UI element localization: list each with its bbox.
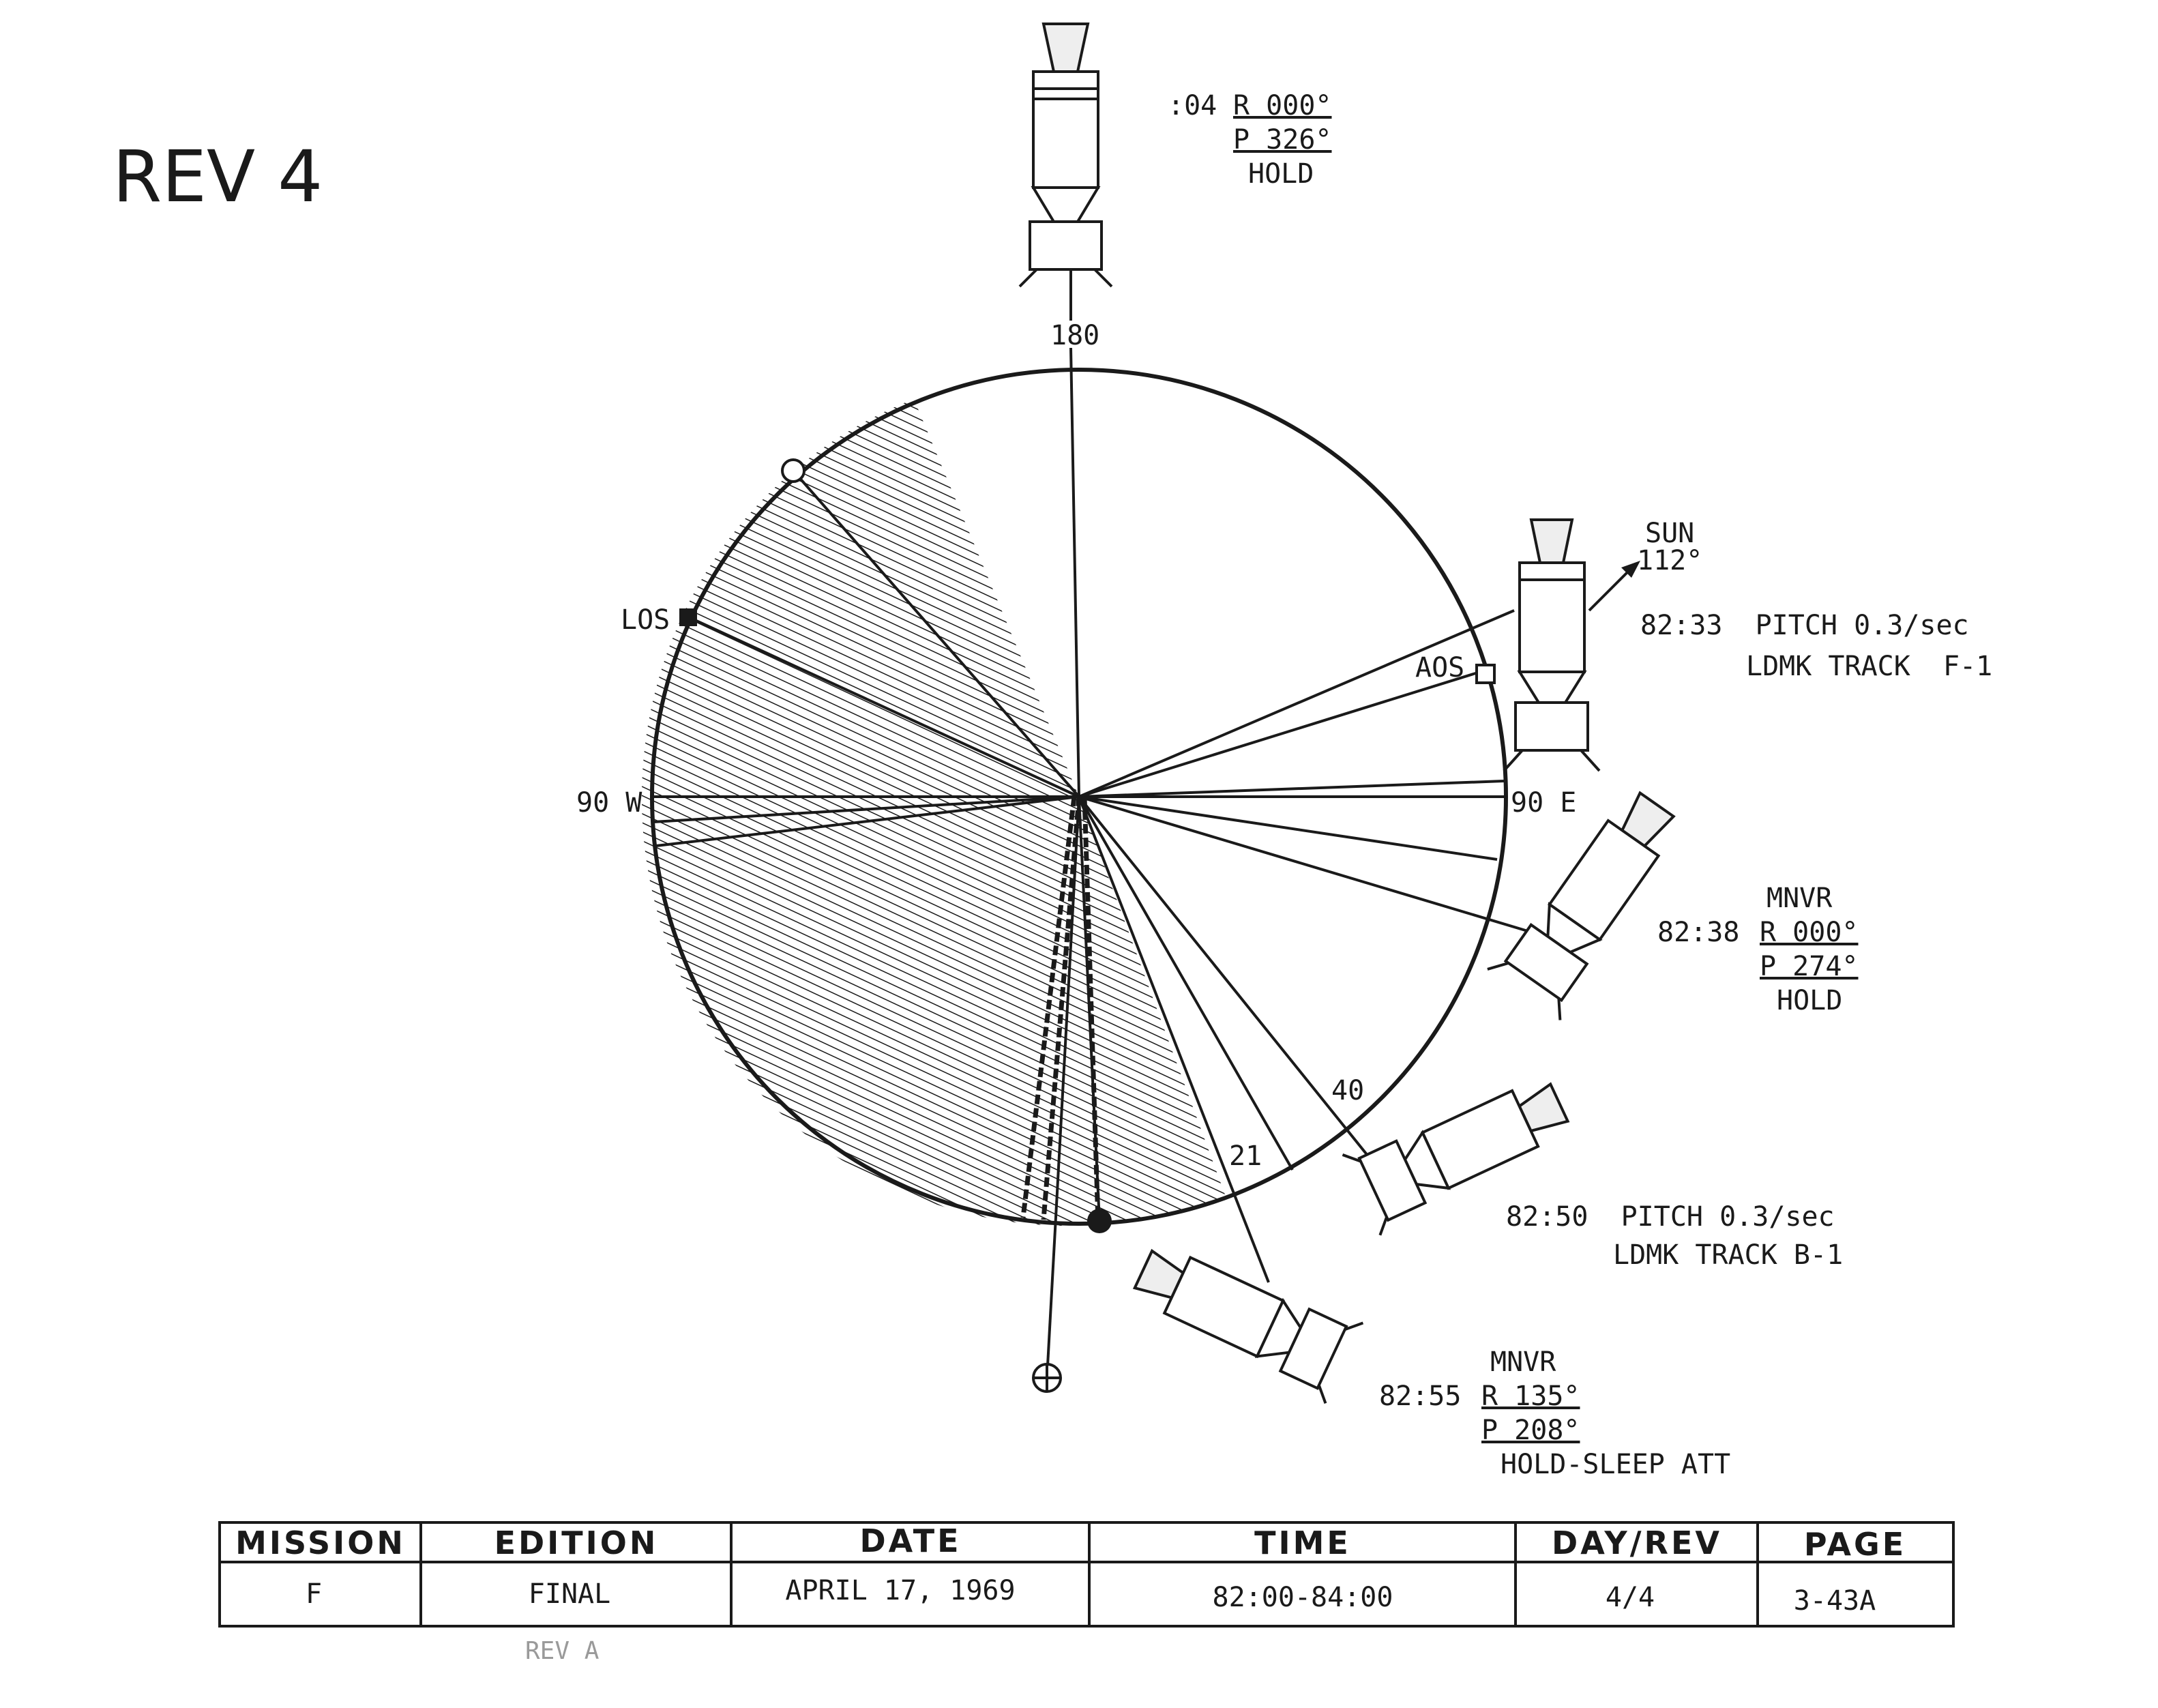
los-label: LOS [621,604,670,636]
radial-sun [1078,609,1515,798]
event-top-pitch: P 326° [1233,124,1332,156]
table-cell-dayrev: 4/4 [1606,1582,1655,1613]
table-header-page: PAGE [1804,1526,1906,1563]
angle-label-180: 180 [1050,320,1099,351]
event-e4-label: MNVR [1490,1346,1556,1378]
radial-w3 [655,795,1080,847]
radial-lines [652,347,1528,1379]
event-e4-pitch: P 208° [1481,1415,1580,1446]
table-header-edition: EDITION [494,1525,659,1561]
table-cell-time: 82:00-84:00 [1213,1582,1393,1613]
angle-label-40: 40 [1331,1075,1364,1106]
aos-marker [1475,664,1496,684]
event-e4-mode: HOLD-SLEEP ATT [1501,1449,1730,1480]
radial-e3 [1078,795,1498,861]
spacecraft-top-icon [1018,23,1113,321]
radial-e1 [1078,780,1505,798]
event-e1-line1: 82:33 PITCH 0.3/sec [1640,610,1969,641]
table-cell-edition: FINAL [529,1578,610,1610]
radial-mnvr-1 [1078,795,1528,932]
sun-label: SUN [1645,518,1694,549]
table-header-time: TIME [1254,1525,1351,1561]
spacecraft-ldmk-icon [1342,1082,1570,1236]
event-e2-pitch: P 274° [1760,951,1859,982]
radial-w2 [653,795,1080,823]
spacecraft-mnvr-icon [1487,791,1676,1020]
open-circle-marker [781,458,805,483]
event-e2-roll: R 000° [1760,917,1859,948]
angle-label-90w: 90 W [576,787,642,819]
aos-label: AOS [1415,652,1464,683]
radial-ldmk-b1 [1078,796,1294,1170]
event-e2-time: 82:38 [1657,917,1739,948]
page-title: REV 4 [113,135,323,218]
radial-subsolar [1046,796,1080,1379]
earth-symbol-icon [1032,1363,1062,1393]
angle-label-21: 21 [1229,1140,1262,1172]
angle-label-90e: 90 E [1511,787,1576,819]
event-e3-line2: LDMK TRACK B-1 [1613,1239,1843,1271]
dashed-a [1020,796,1077,1218]
event-e1-line2: LDMK TRACK F-1 [1746,651,1992,682]
table-cell-date: APRIL 17, 1969 [785,1575,1015,1606]
event-top-mode: HOLD [1248,158,1314,190]
table-cell-mission: F [306,1578,322,1610]
event-e3-line1: 82:50 PITCH 0.3/sec [1506,1201,1835,1233]
spacecraft-sleep-icon [1132,1248,1364,1404]
radial-40 [1078,795,1372,1161]
table-header-dayrev: DAY/REV [1552,1525,1722,1561]
footer-note: REV A [525,1637,600,1665]
dashed-b [1041,796,1082,1220]
spacecraft-sun-icon [1503,518,1601,772]
markers [679,458,1496,1393]
sun-angle: 112° [1637,545,1702,576]
event-e2-label: MNVR [1767,883,1833,914]
radial-aos [1078,671,1481,798]
radial-upper-left [792,469,1080,798]
event-top-time: :04 [1168,90,1217,121]
event-e2-mode: HOLD [1777,985,1842,1016]
radial-180 [1069,347,1080,797]
dashed-c [1082,796,1101,1223]
info-table: MISSION EDITION DATE TIME DAY/REV PAGE F… [218,1521,1955,1628]
table-header-date: DATE [859,1522,961,1559]
radial-21 [1078,796,1270,1283]
solid-circle-marker [1087,1209,1112,1233]
sun-direction: SUN 112° [1588,518,1702,612]
spacecraft-icons [1018,23,1676,1404]
radial-los [688,616,1080,798]
los-marker [679,608,697,626]
event-e4-roll: R 135° [1481,1381,1580,1412]
event-top-roll: R 000° [1233,90,1332,121]
table-header-mission: MISSION [235,1525,406,1561]
sun-arrow-icon [1621,561,1640,578]
table-cell-page: 3-43A [1794,1585,1876,1617]
event-e4-time: 82:55 [1379,1381,1461,1412]
